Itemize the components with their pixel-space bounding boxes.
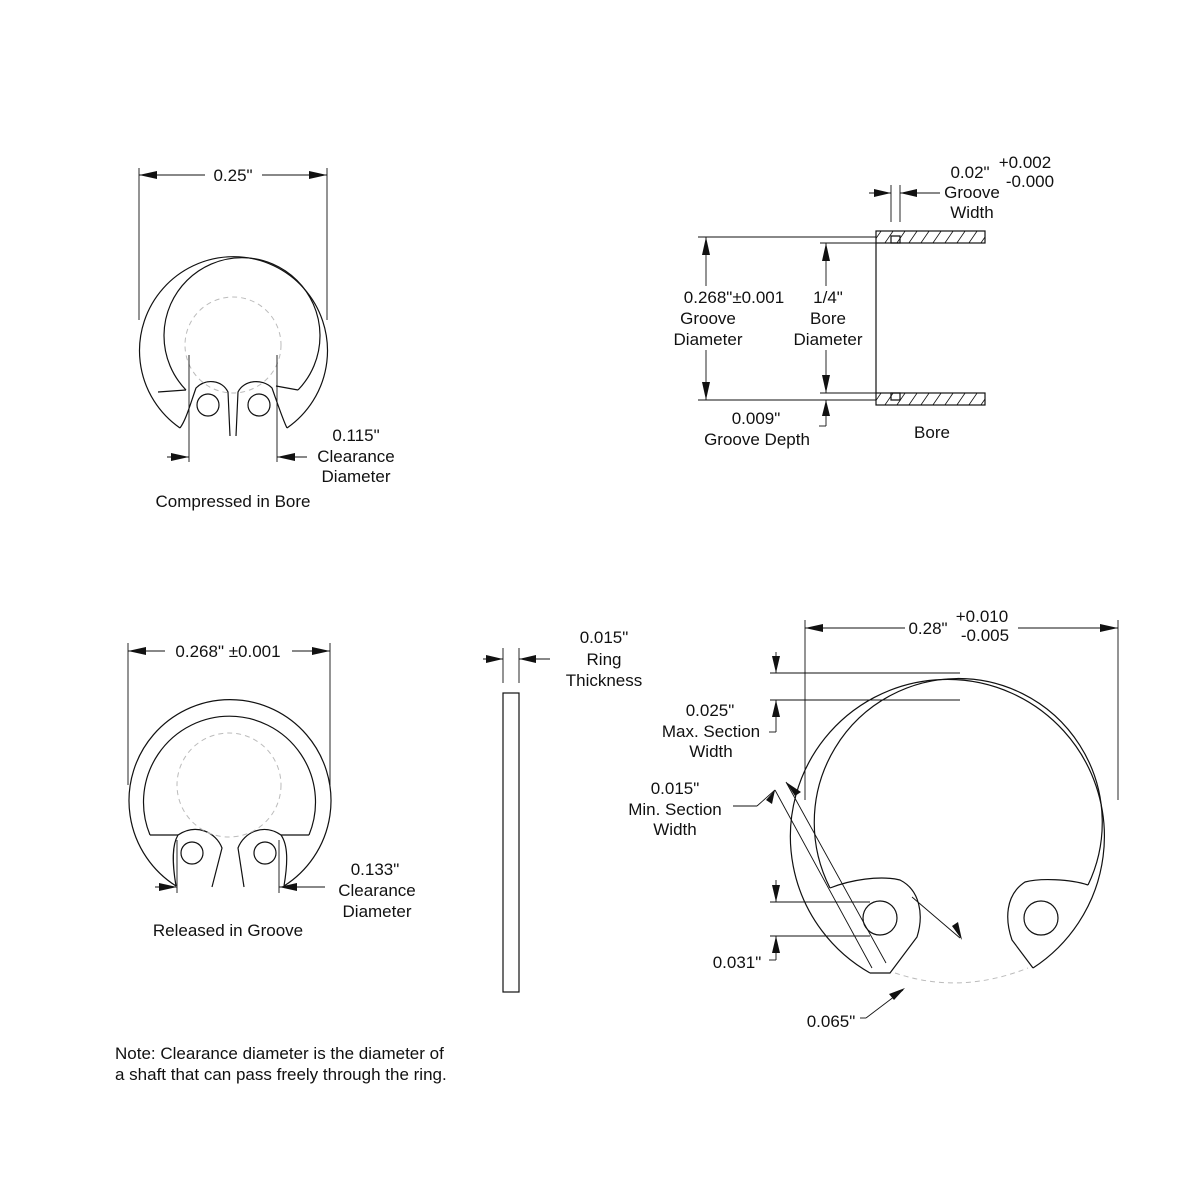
compressed-clearance-line1: Clearance	[317, 447, 395, 466]
bore-bottom-wall	[875, 392, 986, 406]
note-line2: a shaft that can pass freely through the…	[115, 1065, 447, 1084]
groove-depth-dimension: 0.009" Groove Depth	[704, 400, 830, 449]
compressed-in-bore-view: 0.25" 0.115" Clearance Diameter Compress…	[138, 166, 395, 511]
detail-outer-dim-tol-minus: -0.005	[961, 626, 1009, 645]
groove-depth-label: Groove Depth	[704, 430, 810, 449]
released-clearance-value: 0.133"	[351, 860, 400, 879]
compressed-clearance-dimension: 0.115" Clearance Diameter	[167, 355, 395, 486]
groove-width-line1: Groove	[944, 183, 1000, 202]
drawing-note: Note: Clearance diameter is the diameter…	[115, 1044, 447, 1084]
groove-depth-value: 0.009"	[732, 409, 781, 428]
detail-ring-outline	[789, 677, 1105, 984]
groove-diameter-line1: Groove	[680, 309, 736, 328]
ring-edge-profile	[502, 692, 520, 993]
ring-detail-view: 0.28" +0.010 -0.005 0.025" Max. Section …	[628, 607, 1119, 1031]
released-ring-outline	[128, 699, 332, 888]
bore-diameter-dimension: 1/4" Bore Diameter	[794, 242, 876, 394]
min-section-line1: Min. Section	[628, 800, 722, 819]
groove-width-value: 0.02"	[950, 163, 989, 182]
lug-dimension: 0.031"	[713, 880, 870, 972]
min-section-dimension: 0.015" Min. Section Width	[628, 779, 887, 969]
bore-diameter-value: 1/4"	[813, 288, 843, 307]
compressed-outer-dimension: 0.25"	[138, 166, 328, 320]
groove-diameter-dimension: 0.268"±0.001 Groove Diameter	[674, 236, 876, 401]
lug-radius-dimension: 0.065"	[807, 896, 962, 1031]
bore-top-wall	[875, 230, 986, 244]
compressed-clearance-value: 0.115"	[332, 426, 379, 445]
min-section-line2: Width	[653, 820, 696, 839]
lug-radius-value: 0.065"	[807, 1012, 856, 1031]
min-section-value: 0.015"	[651, 779, 700, 798]
lug-dim-value: 0.031"	[713, 953, 762, 972]
ring-thickness-view: 0.015" Ring Thickness	[483, 628, 643, 993]
thickness-value: 0.015"	[580, 628, 629, 647]
bore-diameter-line2: Diameter	[794, 330, 863, 349]
released-outer-dimension: 0.268" ±0.001	[127, 642, 331, 785]
compressed-caption: Compressed in Bore	[156, 492, 311, 511]
compressed-outer-dim-text: 0.25"	[213, 166, 252, 185]
groove-diameter-value: 0.268"±0.001	[684, 288, 784, 307]
bore-diameter-line1: Bore	[810, 309, 846, 328]
thickness-line2: Thickness	[566, 671, 643, 690]
released-clearance-line2: Diameter	[343, 902, 412, 921]
detail-outer-dimension: 0.28" +0.010 -0.005	[804, 607, 1119, 800]
groove-diameter-line2: Diameter	[674, 330, 743, 349]
groove-width-tol-minus: -0.000	[1006, 172, 1054, 191]
groove-width-tol-plus: +0.002	[999, 153, 1051, 172]
released-clearance-line1: Clearance	[338, 881, 416, 900]
max-section-line1: Max. Section	[662, 722, 760, 741]
compressed-ring-outline	[138, 256, 329, 437]
max-section-value: 0.025"	[686, 701, 735, 720]
detail-outer-dim-value: 0.28"	[908, 619, 947, 638]
max-section-dimension: 0.025" Max. Section Width	[662, 652, 960, 761]
detail-outer-dim-tol-plus: +0.010	[956, 607, 1008, 626]
thickness-line1: Ring	[587, 650, 622, 669]
released-in-groove-view: 0.268" ±0.001 0.133" Clearance Diameter …	[127, 642, 416, 940]
groove-width-line2: Width	[950, 203, 993, 222]
max-section-line2: Width	[689, 742, 732, 761]
bore-caption: Bore	[914, 423, 950, 442]
released-caption: Released in Groove	[153, 921, 303, 940]
released-outer-dim-text: 0.268" ±0.001	[175, 642, 280, 661]
compressed-clearance-line2: Diameter	[322, 467, 391, 486]
released-clearance-dimension: 0.133" Clearance Diameter	[155, 840, 416, 921]
bore-section-view: 0.02" +0.002 -0.000 Groove Width 0.268"±…	[674, 153, 1055, 449]
note-line1: Note: Clearance diameter is the diameter…	[115, 1044, 444, 1063]
groove-width-dimension: 0.02" +0.002 -0.000 Groove Width	[869, 153, 1054, 222]
